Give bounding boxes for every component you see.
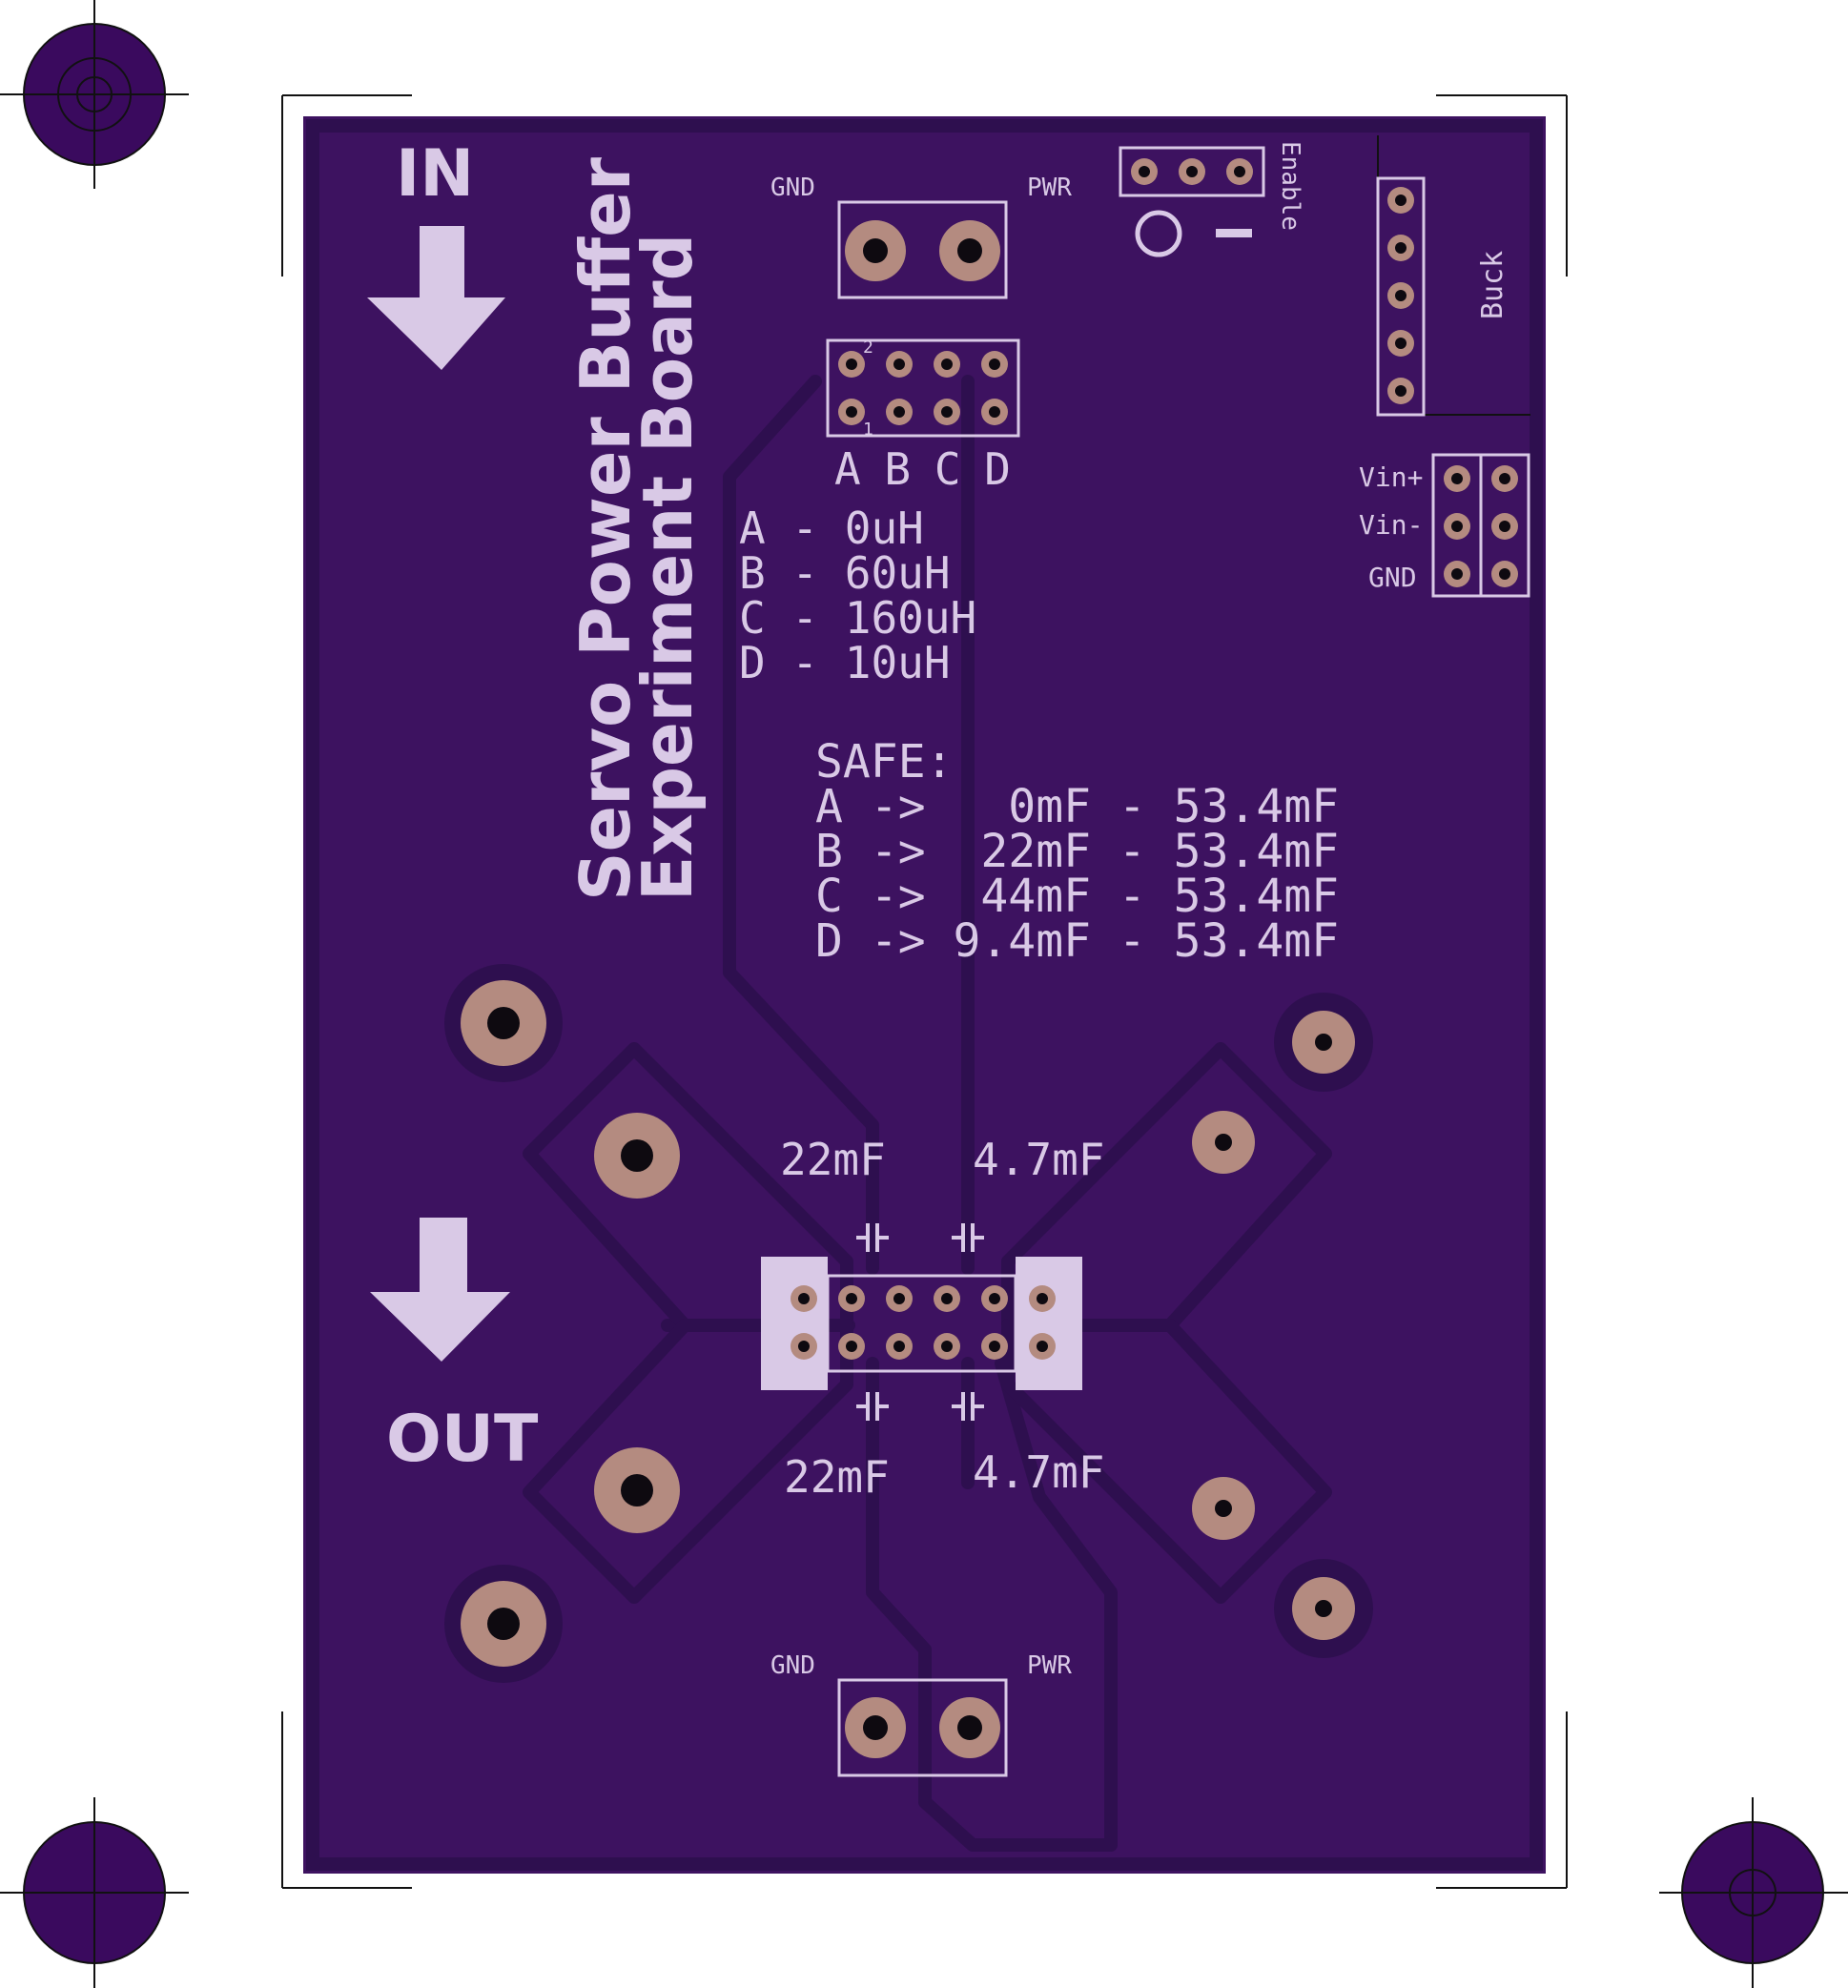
crop-marks — [281, 94, 1568, 1889]
in-arrow-icon — [367, 226, 505, 370]
safe-row-c: C -> 44mF - 53.4mF — [815, 870, 1339, 923]
inductor-option-a: A - 0uH — [739, 502, 924, 554]
safe-row-b: B -> 22mF - 53.4mF — [815, 825, 1339, 878]
bottom-gnd-label: GND — [770, 1651, 815, 1680]
inductor-selector-header: 2 1 A B C D — [826, 338, 1020, 495]
top-pwr-label: PWR — [1027, 174, 1072, 202]
title-line-2: Experiment Board — [627, 234, 708, 901]
buck-label: Buck — [1476, 251, 1509, 319]
on-symbol-icon — [1216, 229, 1252, 237]
vin-plus-label: Vin+ — [1359, 461, 1423, 493]
pin-1-label: 1 — [863, 420, 873, 440]
buck-header: Buck — [1376, 135, 1530, 417]
capacitor-header — [761, 1257, 1082, 1390]
title-line-1: Servo Power Buffer — [565, 157, 646, 901]
cap-top-right-label: 4.7mF — [973, 1134, 1104, 1185]
enable-header: Enable — [1119, 141, 1304, 257]
selector-letters: A B C D — [834, 443, 1011, 495]
out-arrow-icon — [370, 1218, 510, 1362]
inductor-option-d: D - 10uH — [739, 637, 951, 688]
cap-bottom-left-label: 22mF — [784, 1451, 890, 1503]
vin-gnd-label: GND — [1368, 562, 1417, 593]
bottom-pwr-label: PWR — [1027, 1651, 1072, 1680]
fiducial-bottom-left — [0, 1797, 189, 1988]
inductor-option-c: C - 160uH — [739, 592, 976, 644]
out-label: OUT — [386, 1402, 539, 1477]
mounting-holes — [444, 964, 1373, 1683]
top-gnd-label: GND — [770, 174, 815, 202]
bottom-power-connector: GND PWR — [770, 1651, 1072, 1777]
cap-top-left-label: 22mF — [780, 1134, 886, 1185]
enable-label: Enable — [1276, 141, 1304, 231]
capacitor-pads — [594, 1111, 1255, 1540]
top-power-connector: GND PWR — [770, 174, 1072, 299]
off-symbol-icon — [1135, 210, 1182, 257]
capacitor-symbol-icons — [856, 1223, 984, 1421]
safe-row-d: D -> 9.4mF - 53.4mF — [815, 914, 1339, 968]
copper-traces — [523, 375, 1332, 1852]
safe-table: SAFE: A -> 0mF - 53.4mF B -> 22mF - 53.4… — [815, 735, 1339, 968]
vin-minus-label: Vin- — [1359, 509, 1423, 541]
safe-heading: SAFE: — [815, 735, 954, 789]
in-label: IN — [396, 136, 474, 212]
safe-row-a: A -> 0mF - 53.4mF — [815, 780, 1339, 833]
inductor-legend: A - 0uH B - 60uH C - 160uH D - 10uH — [739, 502, 976, 688]
board-title: Servo Power Buffer Experiment Board — [565, 157, 708, 901]
pin-2-label: 2 — [863, 338, 873, 358]
board-edge-trace — [306, 119, 1543, 1871]
inductor-option-b: B - 60uH — [739, 547, 951, 599]
fiducial-top-left — [0, 0, 189, 189]
fiducial-bottom-right — [1659, 1797, 1848, 1988]
vin-header: Vin+ Vin- GND — [1359, 453, 1530, 598]
cap-bottom-right-label: 4.7mF — [973, 1446, 1104, 1498]
